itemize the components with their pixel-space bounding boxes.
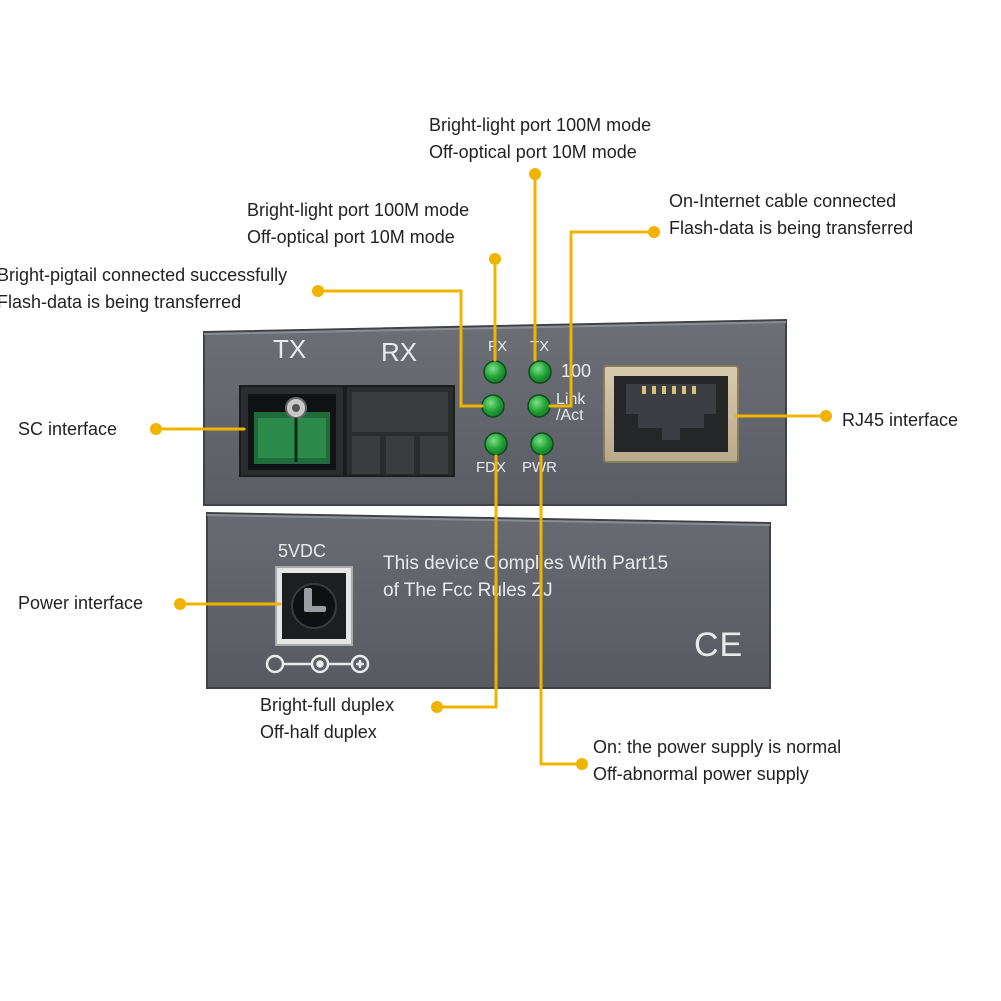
callout-fx-speed-left: Bright-light port 100M mode Off-optical … [247, 197, 469, 251]
callout-line: Power interface [18, 593, 144, 613]
lower-panel: 5VDC This device Complies With Part15 of… [206, 511, 771, 689]
tx-port-label: TX [273, 334, 306, 364]
power-voltage-label: 5VDC [278, 541, 326, 561]
callout-line: Bright-light port 100M mode [429, 115, 652, 135]
callout-line: Off-abnormal power supply [593, 764, 809, 784]
callout-line: Off-optical port 10M mode [429, 142, 637, 162]
callout-fx-link: Bright-pigtail connected successfully Fl… [0, 262, 287, 316]
callout-power-interface: Power interface [18, 592, 143, 614]
callout-line: On-Internet cable connected [669, 191, 897, 211]
ce-mark: CE [694, 626, 743, 664]
rj45-interface-port[interactable] [603, 365, 739, 463]
callout-line: Flash-data is being transferred [669, 218, 914, 238]
pwr-led [530, 432, 554, 456]
polarity-symbol [265, 654, 370, 674]
leader-fx-link [316, 289, 484, 408]
rx-connector [345, 385, 455, 477]
act-led-label: /Act [556, 407, 584, 424]
fx-link-led [481, 394, 505, 418]
rx-port-label: RX [381, 337, 417, 367]
callout-line: Off-optical port 10M mode [247, 227, 455, 247]
callout-line: RJ45 interface [842, 410, 959, 430]
dc-power-jack[interactable] [275, 566, 353, 646]
fx-speed-led [483, 360, 507, 384]
callout-line: Bright-light port 100M mode [247, 200, 470, 220]
leader-fdx [435, 454, 498, 709]
compliance-text-line2: of The Fcc Rules ZJ [383, 580, 553, 601]
callout-dots [150, 168, 832, 770]
tx-led-label: TX [530, 338, 549, 355]
callout-fdx: Bright-full duplex Off-half duplex [260, 692, 394, 746]
callout-sc-interface: SC interface [18, 418, 117, 440]
fdx-led-label: FDX [476, 459, 506, 476]
sc-interface-port[interactable] [239, 385, 345, 477]
callout-pwr: On: the power supply is normal Off-abnor… [593, 734, 841, 788]
callout-fx-speed: Bright-light port 100M mode Off-optical … [429, 112, 651, 166]
callout-rj45-interface: RJ45 interface [842, 409, 958, 431]
upper-panel: TX RX FX TX 100 Link /Act FDX PWR [203, 318, 787, 506]
callout-line: On: the power supply is normal [593, 737, 842, 757]
compliance-text-line1: This device Complies With Part15 [383, 553, 668, 574]
speed-led-label: 100 [561, 361, 591, 381]
callout-line: SC interface [18, 419, 118, 439]
callout-leaders [154, 172, 828, 766]
tx-speed-led [528, 360, 552, 384]
fdx-led [484, 432, 508, 456]
tx-link-led [527, 394, 551, 418]
leader-link-act [548, 230, 656, 408]
callout-line: Bright-pigtail connected successfully [0, 265, 288, 285]
callout-link-act: On-Internet cable connected Flash-data i… [669, 188, 913, 242]
fx-led-label: FX [488, 338, 507, 355]
callout-line: Flash-data is being transferred [0, 292, 242, 312]
leader-pwr [539, 454, 584, 766]
callout-line: Off-half duplex [260, 722, 377, 742]
callout-line: Bright-full duplex [260, 695, 395, 715]
